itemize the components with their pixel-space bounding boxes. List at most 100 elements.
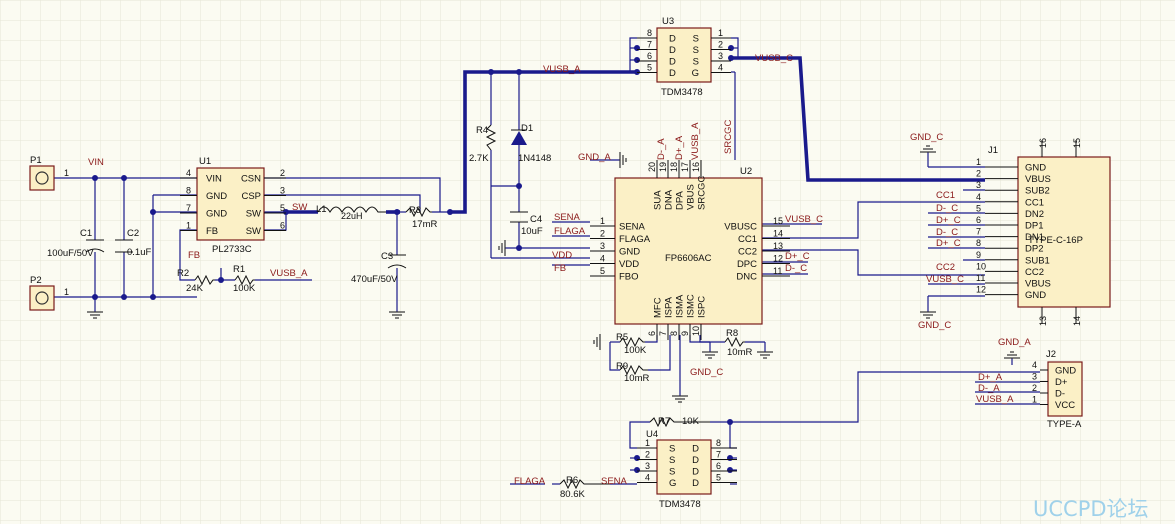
j2-pin-3-name: D+ [1055, 377, 1068, 388]
u3-pin-2-number: 2 [718, 40, 723, 50]
u3-pin-4-number: 4 [718, 63, 723, 73]
net-vusb-c-j1: VUSB_C [926, 274, 964, 285]
j1-pin-4-number: 4 [976, 192, 981, 202]
u1-pin-1-name: FB [206, 226, 218, 237]
r4-value: 2.7K [469, 153, 489, 164]
net-sena-u2: SENA [554, 212, 581, 223]
u3-ref: U3 [662, 16, 674, 27]
u1-pin-5-name: SW [246, 209, 261, 220]
l1-ref: L1 [316, 204, 327, 215]
u1-pin-6-number: 6 [280, 221, 285, 231]
net-vusb-a-j2: VUSB_A [976, 394, 1014, 405]
r7-value: 10K [682, 416, 700, 427]
u4-pin-8-number: 8 [716, 438, 721, 448]
net-gnd-c-bottom: GND_C [690, 367, 723, 378]
resistor-r3: R3 17mR [405, 205, 437, 230]
j1-pin-2-number: 2 [976, 169, 981, 179]
u2-pin-12-name: DPC [737, 259, 757, 270]
u2-pin-20-number: 20 [647, 162, 657, 172]
j1-pin-8-name: DP2 [1025, 244, 1043, 255]
net-srcgc: SRCGC [723, 120, 734, 154]
c4-value: 10uF [521, 226, 543, 237]
u3-name: TDM3478 [661, 87, 703, 98]
u4-pin-4-name: G [669, 478, 676, 489]
j2-pin-2-name: D- [1055, 389, 1065, 400]
u2-pin-17-number: 17 [680, 162, 690, 172]
net-d-plus-c-u2: D+_C [785, 251, 810, 262]
u2-pin-3-name: GND [619, 247, 640, 258]
j1-pin-12-number: 12 [976, 285, 986, 295]
u4-pin-2-number: 2 [645, 450, 650, 460]
j1-ref: J1 [988, 145, 998, 156]
net-d-plus-a-j2: D+_A [978, 372, 1003, 383]
u2-pin-4-name: VDD [619, 259, 639, 270]
r3-value: 17mR [412, 219, 437, 230]
capacitor-c3: C3 470uF/50V [351, 251, 407, 285]
net-vusb-a-main: VUSB_A [543, 64, 581, 75]
capacitor-c4: C4 10uF [510, 211, 543, 237]
j2-pin-1-name: VCC [1055, 400, 1075, 411]
net-d-plus-a: D+_A [674, 135, 685, 160]
p2-pin: 1 [64, 287, 69, 297]
resistor-r1: R1 100K [233, 264, 256, 294]
u4-pin-8-name: D [692, 444, 699, 455]
u2-pin-15-name: VBUSC [724, 222, 757, 233]
resistor-r8: R8 10mR [724, 328, 752, 358]
j1-name: TYPE-C-16P [1028, 235, 1083, 246]
p1-pin: 1 [64, 168, 69, 178]
u3-pin-6-name: D [669, 57, 676, 68]
net-fb: FB [188, 250, 200, 261]
u4-pin-1-name: S [669, 444, 675, 455]
thick-power-wires [286, 56, 985, 214]
r2-ref: R2 [177, 268, 189, 279]
u2-pin-9-number: 9 [680, 331, 690, 336]
j1-pin-5-number: 5 [976, 203, 981, 213]
u2-pin-12-number: 12 [773, 254, 783, 264]
u2-pin-13-name: CC2 [738, 247, 757, 258]
j2-pin-1-number: 1 [1032, 395, 1037, 405]
net-gnd-c-j1-bottom: GND_C [918, 320, 951, 331]
u3-pin-8-name: D [669, 34, 676, 45]
net-vusb-c-u2: VUSB_C [785, 214, 823, 225]
j1-pin-3-number: 3 [976, 180, 981, 190]
c2-ref: C2 [127, 228, 139, 239]
r5-value: 100K [624, 345, 647, 356]
u3-pin-2-name: S [693, 45, 699, 56]
capacitor-c2: C2 0.1uF [115, 228, 151, 258]
u2-pin-8-name: ISMA [675, 294, 686, 318]
u2-pin-1-number: 1 [600, 216, 605, 226]
r7-ref: R7 [658, 416, 670, 427]
j1-pin-9-name: SUB1 [1025, 255, 1050, 266]
net-vusb-c-main: VUSB_C [755, 53, 793, 64]
u2-pin-3-number: 3 [600, 241, 605, 251]
u3-pin-1-number: 1 [718, 28, 723, 38]
net-cc1-j1: CC1 [936, 190, 955, 201]
u1-pin-3-number: 3 [280, 186, 285, 196]
u2-pin-10-number: 10 [691, 326, 701, 336]
r2-value: 24K [186, 283, 204, 294]
u2-pin-4-number: 4 [600, 254, 605, 264]
net-d-minus-c-j1a: D-_C [936, 203, 958, 214]
u2-pin-1-name: SENA [619, 222, 646, 233]
r8-value: 10mR [727, 347, 752, 358]
u1-ref: U1 [199, 156, 211, 167]
j1-pin-12-name: GND [1025, 290, 1046, 301]
r5-ref: R5 [616, 332, 628, 343]
u2-pin-20-name: SUA [653, 190, 664, 210]
u2-pin-7-name: ISPA [664, 296, 675, 318]
u2-pin-19-name: DNA [664, 189, 675, 210]
u1-pin-3-name: CSP [241, 191, 261, 202]
c3-ref: C3 [381, 251, 393, 262]
j1-pin-10-number: 10 [976, 261, 986, 271]
r9-ref: R9 [616, 361, 628, 372]
j1-pin-4-name: CC1 [1025, 197, 1044, 208]
j1-pin-3-name: SUB2 [1025, 186, 1050, 197]
p1-ref: P1 [30, 155, 42, 166]
resistor-r7: R7 10K [649, 416, 710, 428]
u2-pin-16-number: 16 [691, 162, 701, 172]
u2-pin-6-name: MFC [653, 297, 664, 318]
diode-d1: D1 1N4148 [511, 123, 551, 164]
r4-ref: R4 [476, 125, 488, 136]
u4-pin-7-name: D [692, 455, 699, 466]
